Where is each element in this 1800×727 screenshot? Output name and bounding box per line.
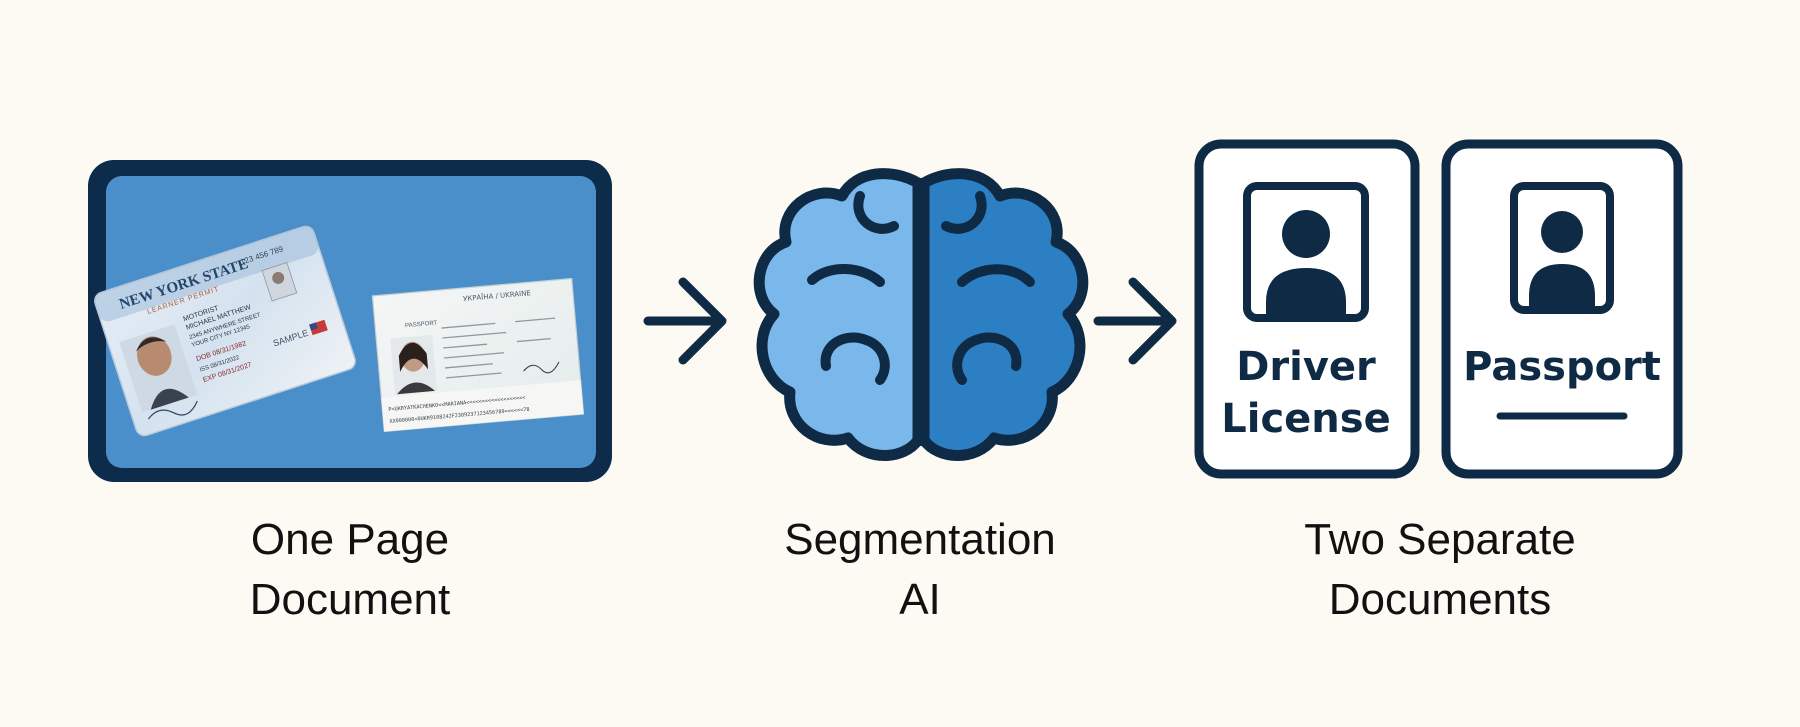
passport-document: Passport [1441,139,1683,479]
passport-label: Passport [1463,344,1661,390]
driver-license-label-2: License [1221,396,1390,442]
caption-line: One Page [250,515,450,564]
caption-line: AI [899,575,941,624]
brain-icon [753,168,1089,461]
passport-doc-label: PASSPORT [405,320,438,329]
one-page-document: NEW YORK STATE LEARNER PERMIT 123 456 78… [88,160,612,482]
brain-folds [807,191,1035,385]
passport-card: УКРАЇНА / UKRAINE PASSPORT P<UKRYATKAC [371,277,585,433]
arrow-right-icon [1093,277,1177,365]
person-icon [1243,182,1369,322]
caption-one-page-document: One Page Document [200,510,500,630]
brain-right-lobe [918,168,1089,461]
license-signature [147,400,198,420]
license-card: NEW YORK STATE LEARNER PERMIT 123 456 78… [94,225,356,437]
caption-line: Documents [1328,575,1552,624]
driver-license-label-1: Driver [1236,344,1376,390]
license-photo [119,324,198,413]
passport-text-lines [441,317,556,379]
arrow-right-icon [643,277,727,365]
driver-license-document: Driver License [1194,139,1420,479]
person-icon [1510,182,1614,314]
caption-line: Two Separate [1304,515,1576,564]
caption-line: Segmentation [784,515,1056,564]
passport-signature [523,361,560,374]
caption-two-separate-documents: Two Separate Documents [1270,510,1610,630]
passport-photo [390,334,437,395]
caption-segmentation-ai: Segmentation AI [760,510,1080,630]
caption-line: Document [249,575,451,624]
brain-left-lobe [753,168,924,461]
